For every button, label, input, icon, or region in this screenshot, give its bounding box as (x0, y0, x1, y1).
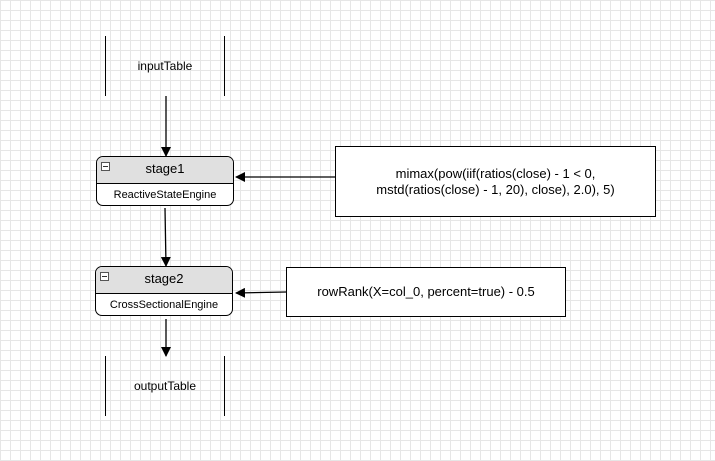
input-table-left-border (105, 36, 106, 96)
stage1-engine-label: ReactiveStateEngine (113, 189, 217, 201)
stage2-engine-label: CrossSectionalEngine (109, 299, 219, 311)
input-table-node[interactable]: inputTable (105, 36, 225, 96)
collapse-icon[interactable] (101, 162, 110, 171)
output-table-right-border (224, 356, 225, 416)
expression1-line2: mstd(ratios(close) - 1, 20), close), 2.0… (376, 181, 615, 197)
output-table-left-border (105, 356, 106, 416)
expression1-box[interactable]: mimax(pow(iif(ratios(close) - 1 < 0, mst… (335, 146, 656, 217)
input-table-label: inputTable (137, 59, 193, 73)
stage1-node[interactable]: stage1 ReactiveStateEngine (96, 156, 234, 206)
stage1-title: stage1 (145, 161, 185, 176)
expression2-line1: rowRank(X=col_0, percent=true) - 0.5 (317, 284, 535, 299)
output-table-label: outputTable (133, 379, 197, 393)
expression1-line1: mimax(pow(iif(ratios(close) - 1 < 0, (395, 165, 596, 181)
arrow-expression2-to-stage2 (235, 287, 287, 298)
input-table-right-border (224, 36, 225, 96)
stage2-header: stage2 (96, 267, 232, 294)
stage2-title: stage2 (144, 271, 184, 286)
output-table-node[interactable]: outputTable (105, 356, 225, 416)
stage1-header: stage1 (97, 157, 233, 184)
arrow-stage1-to-stage2 (160, 207, 171, 267)
stage2-node[interactable]: stage2 CrossSectionalEngine (95, 266, 233, 316)
expression2-box[interactable]: rowRank(X=col_0, percent=true) - 0.5 (286, 267, 566, 317)
collapse-icon[interactable] (100, 272, 109, 281)
